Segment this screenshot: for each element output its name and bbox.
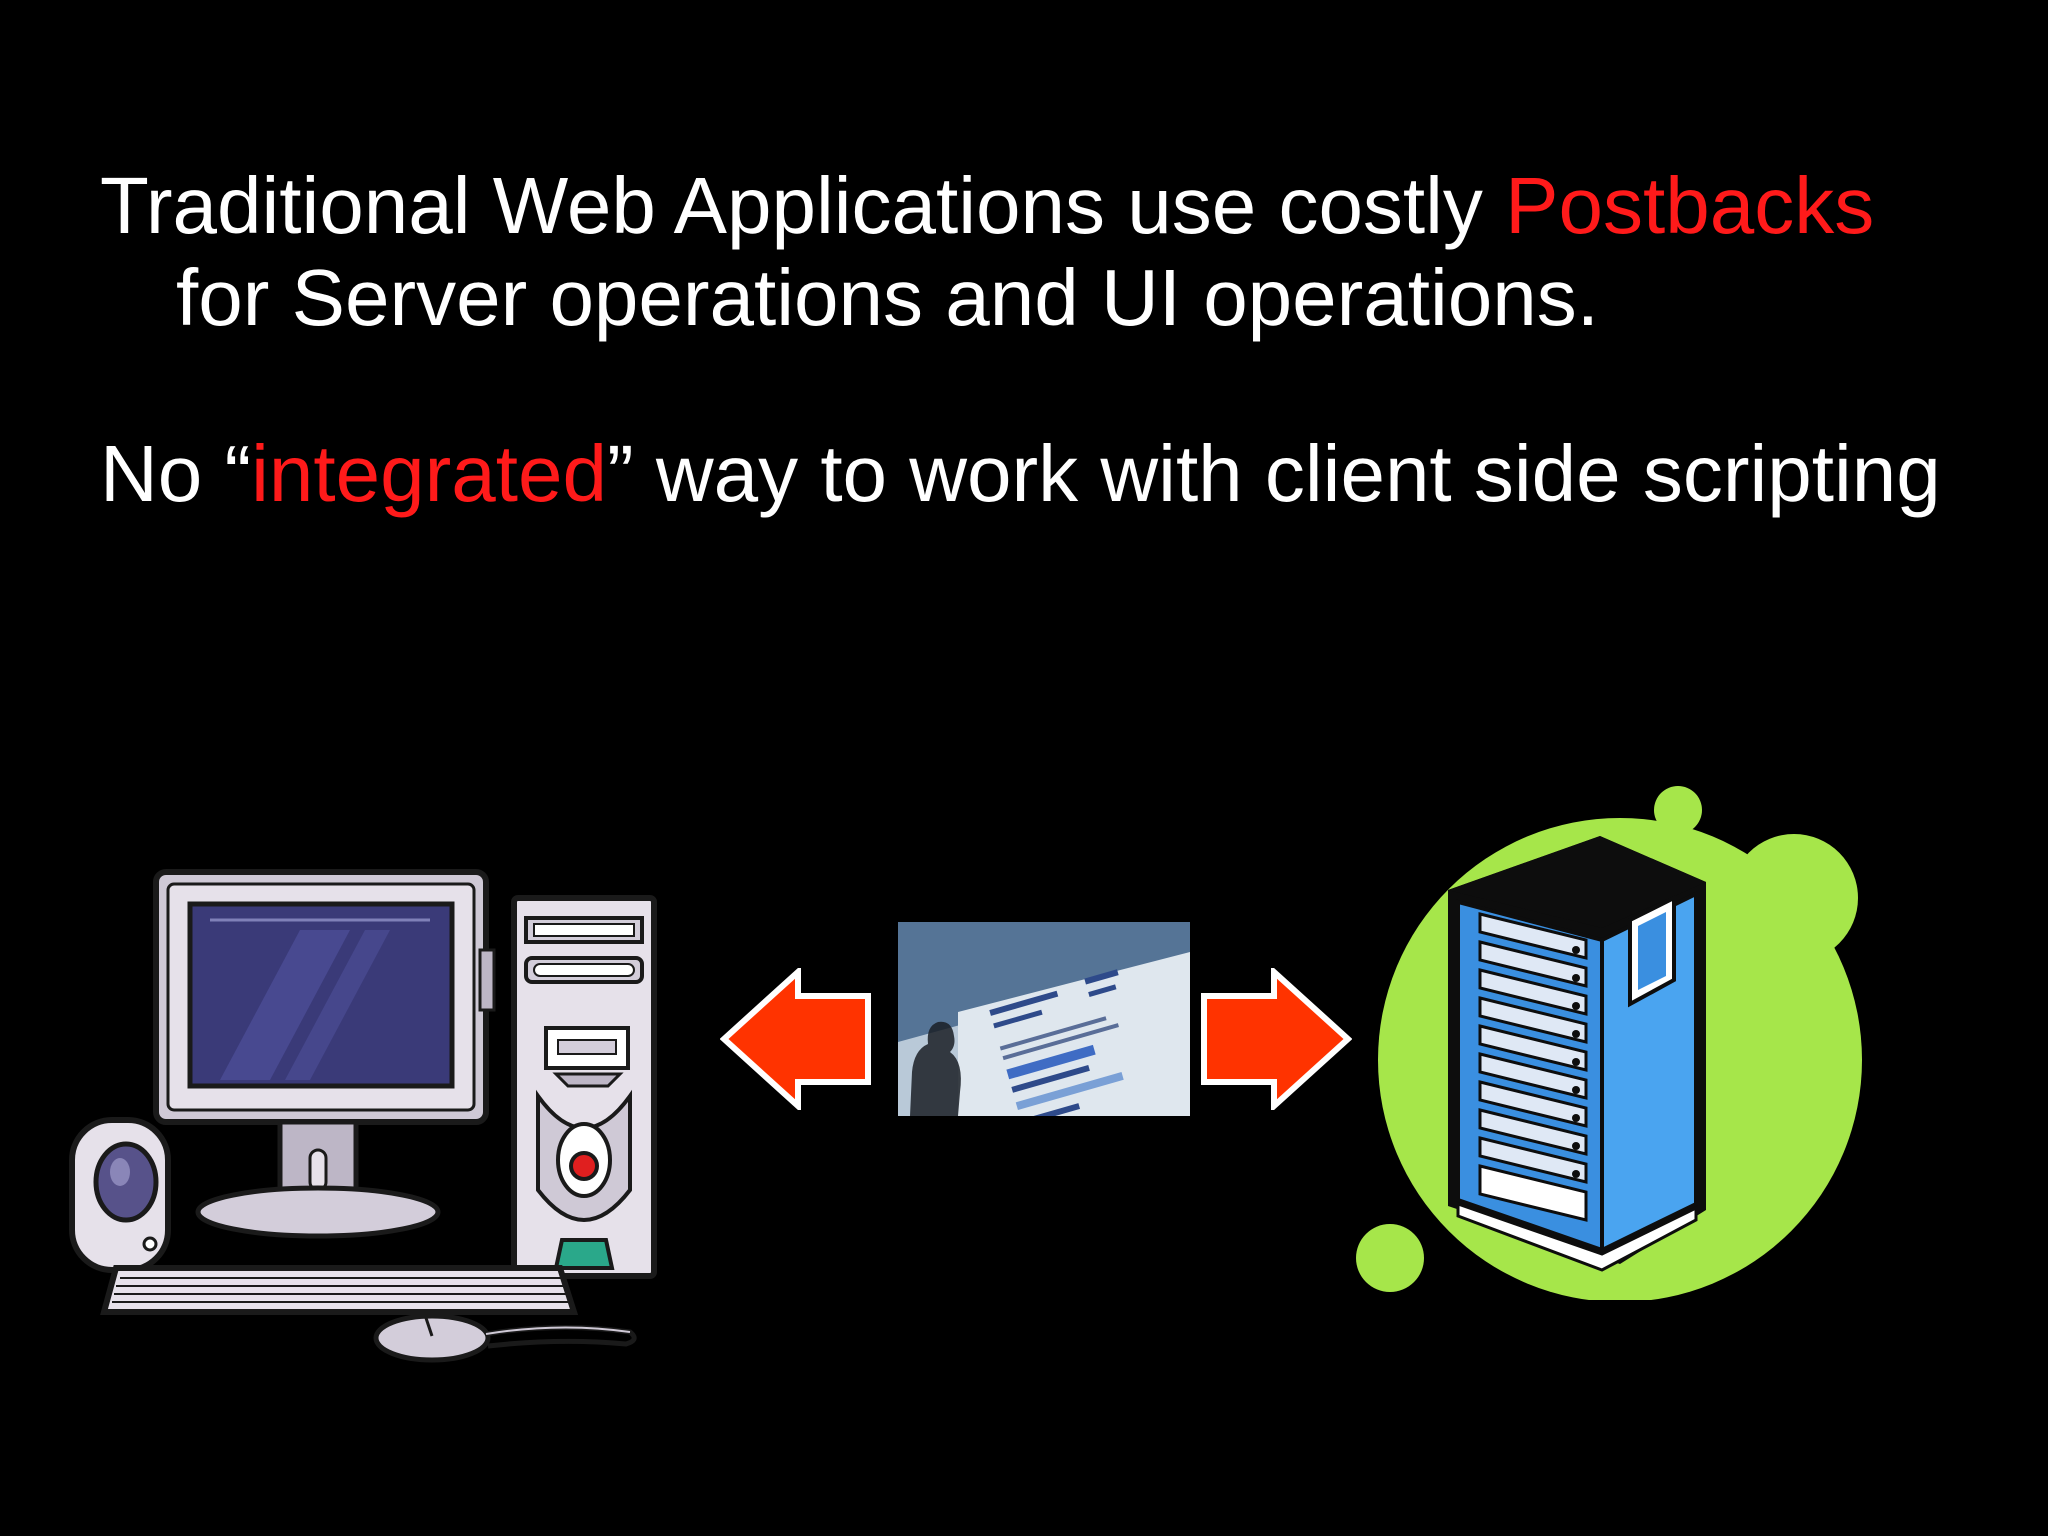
right-arrow-icon [1201, 968, 1352, 1110]
server-tower-icon [1356, 786, 1862, 1300]
integrated-highlight: integrated [251, 429, 607, 518]
web-page-screenshot-image [898, 922, 1190, 1116]
desktop-computer-icon [69, 869, 657, 1363]
slide-text: Traditional Web Applications use costly … [100, 160, 2000, 520]
text-line-3: No “integrated” way to work with client … [100, 428, 2000, 520]
line-1-text: Traditional Web Applications use costly [100, 161, 1506, 250]
text-line-1: Traditional Web Applications use costly … [100, 160, 2000, 252]
postbacks-highlight: Postbacks [1505, 161, 1875, 250]
line-3-suffix: ” way to work with client side scripting [606, 429, 1941, 518]
left-arrow-icon [720, 968, 871, 1110]
line-3-prefix: No “ [100, 429, 252, 518]
text-line-2: for Server operations and UI operations. [176, 253, 1600, 342]
